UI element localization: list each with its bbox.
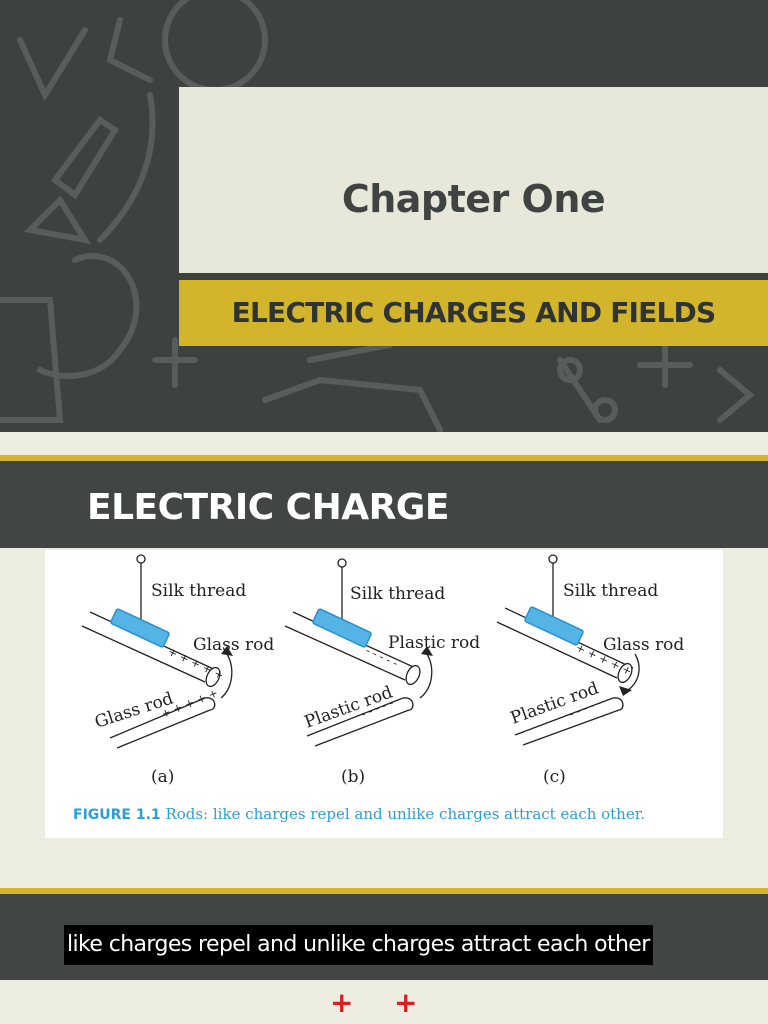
silk-wrap xyxy=(312,608,372,648)
charges-slide: like charges repel and unlike charges at… xyxy=(0,888,768,1024)
thread-knot xyxy=(136,554,146,564)
chapter-subtitle: ELECTRIC CHARGES AND FIELDS xyxy=(231,296,716,329)
title-box: Chapter One xyxy=(179,87,768,273)
held-rod-label: Glass rod xyxy=(92,689,176,733)
slide-gap xyxy=(0,865,768,888)
panel-label: (c) xyxy=(543,767,566,787)
thread-knot xyxy=(337,558,347,568)
silk-wrap xyxy=(110,608,170,648)
panel-c: Silk thread + + + + + Glass rod - - - - … xyxy=(496,554,684,787)
silk-thread-label: Silk thread xyxy=(350,584,445,604)
chapter-title: Chapter One xyxy=(341,177,606,221)
silk-wrap xyxy=(524,606,584,646)
slide-header: like charges repel and unlike charges at… xyxy=(0,888,768,980)
rods-diagram: Silk thread + + + + + Glass rod + + + + … xyxy=(81,554,684,787)
panel-b: Silk thread - - - - - Plastic rod - - - … xyxy=(284,558,480,787)
electric-charge-slide: ELECTRIC CHARGE Silk thread + + + + + Gl… xyxy=(0,455,768,865)
figure-number: FIGURE 1.1 xyxy=(73,807,161,823)
slide-header: ELECTRIC CHARGE xyxy=(0,455,768,548)
hanging-rod-label: Glass rod xyxy=(193,635,274,655)
plus-charge-symbol: + xyxy=(330,986,354,1019)
panel-label: (b) xyxy=(341,767,365,787)
subtitle-band: ELECTRIC CHARGES AND FIELDS xyxy=(179,280,768,346)
hanging-rod-label: Plastic rod xyxy=(388,633,480,653)
silk-thread-label: Silk thread xyxy=(151,581,246,601)
panel-a: Silk thread + + + + + Glass rod + + + + … xyxy=(81,554,274,787)
figure-caption-text: Rods: like charges repel and unlike char… xyxy=(165,805,646,823)
hanging-rod-label: Glass rod xyxy=(603,635,684,655)
rods-figure: Silk thread + + + + + Glass rod + + + + … xyxy=(45,550,723,838)
panel-label: (a) xyxy=(151,767,174,787)
charges-statement: like charges repel and unlike charges at… xyxy=(64,925,653,965)
plus-charge-symbol: + xyxy=(394,986,418,1019)
chalkboard-doodles xyxy=(0,0,755,432)
silk-thread-label: Silk thread xyxy=(563,581,658,601)
slide-gap xyxy=(0,432,768,455)
title-slide: Chapter One ELECTRIC CHARGES AND FIELDS xyxy=(0,0,768,432)
thread-knot xyxy=(548,554,558,564)
slide-heading: ELECTRIC CHARGE xyxy=(87,487,449,528)
figure-caption: FIGURE 1.1 Rods: like charges repel and … xyxy=(73,805,645,823)
